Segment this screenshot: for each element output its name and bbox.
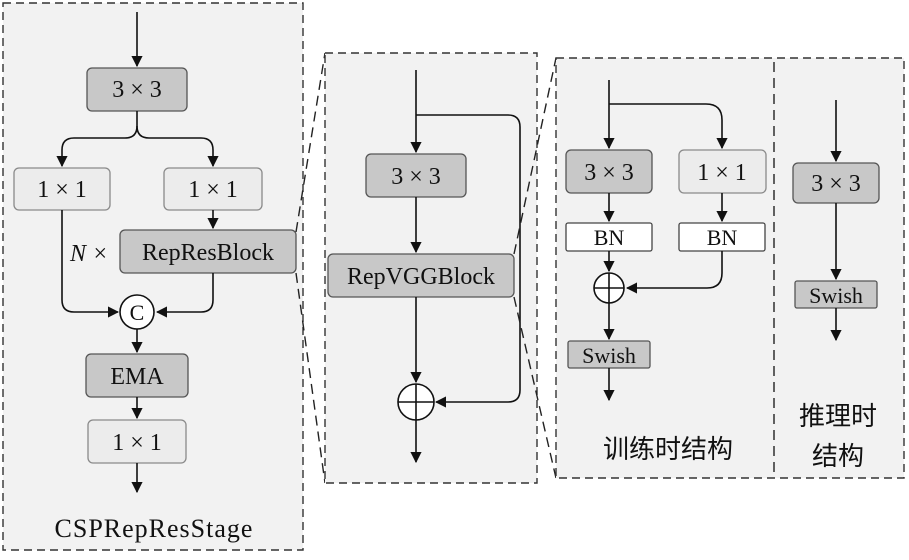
- resblock-skip-arrow: [416, 114, 521, 408]
- stage-split-right-arrow: [136, 125, 219, 168]
- stage-merge-right-arrow: [155, 273, 214, 318]
- zoom-line-top-1: [295, 52, 326, 233]
- stage-represblock-box: [119, 229, 297, 274]
- resblock-add-node: [397, 383, 435, 421]
- resblock-repvggblock-label: RepVGGBlock: [347, 264, 495, 290]
- train-swish-label: Swish: [582, 343, 636, 368]
- stage-out-conv1x1-label: 1 × 1: [112, 430, 162, 456]
- resblock-conv3x3-label: 3 × 3: [391, 164, 441, 190]
- csp-rep-res-stage-panel: 3 × 3 1 × 1 1 × 1 N × RepResBlock C EMA …: [2, 2, 304, 551]
- stage-represblock-label: RepResBlock: [142, 240, 274, 266]
- stage-n-multiplier-label: N ×: [69, 241, 108, 267]
- train-structure: 3 × 3 1 × 1 BN BN Swish 训练时结构: [565, 80, 767, 465]
- infer-caption-line1: 推理时: [799, 402, 877, 432]
- stage-concat-label: C: [130, 300, 145, 325]
- train-merge-arrow: [625, 251, 723, 294]
- train-bn-left-label: BN: [594, 225, 625, 250]
- rep-res-block-panel: 3 × 3 RepVGGBlock: [324, 52, 538, 484]
- stage-ema-label: EMA: [110, 364, 164, 390]
- infer-structure: 3 × 3 Swish 推理时 结构: [792, 100, 880, 472]
- train-branch-arrow: [609, 103, 728, 150]
- stage-title: CSPRepResStage: [55, 514, 254, 543]
- zoom-line-top-2: [513, 57, 557, 255]
- infer-conv3x3-label: 3 × 3: [811, 171, 861, 197]
- train-conv1x1-label: 1 × 1: [697, 160, 747, 186]
- stage-merge-left-arrow: [61, 210, 120, 318]
- infer-swish-label: Swish: [809, 283, 863, 308]
- stage-left-conv1x1-label: 1 × 1: [37, 177, 87, 203]
- train-bn-right-label: BN: [707, 225, 738, 250]
- stage-right-conv1x1-label: 1 × 1: [188, 177, 238, 203]
- stage-conv3x3-label: 3 × 3: [112, 77, 162, 103]
- train-caption: 训练时结构: [603, 435, 733, 465]
- train-add-node: [593, 272, 625, 304]
- train-conv3x3-label: 3 × 3: [584, 160, 634, 186]
- zoom-line-bottom-1: [295, 272, 326, 484]
- repvgg-structure-panel: 3 × 3 1 × 1 BN BN Swish 训练时结构: [555, 57, 905, 479]
- infer-caption-line2: 结构: [812, 442, 864, 472]
- resblock-repvggblock-box: [327, 253, 515, 298]
- stage-split-left-arrow: [56, 111, 138, 168]
